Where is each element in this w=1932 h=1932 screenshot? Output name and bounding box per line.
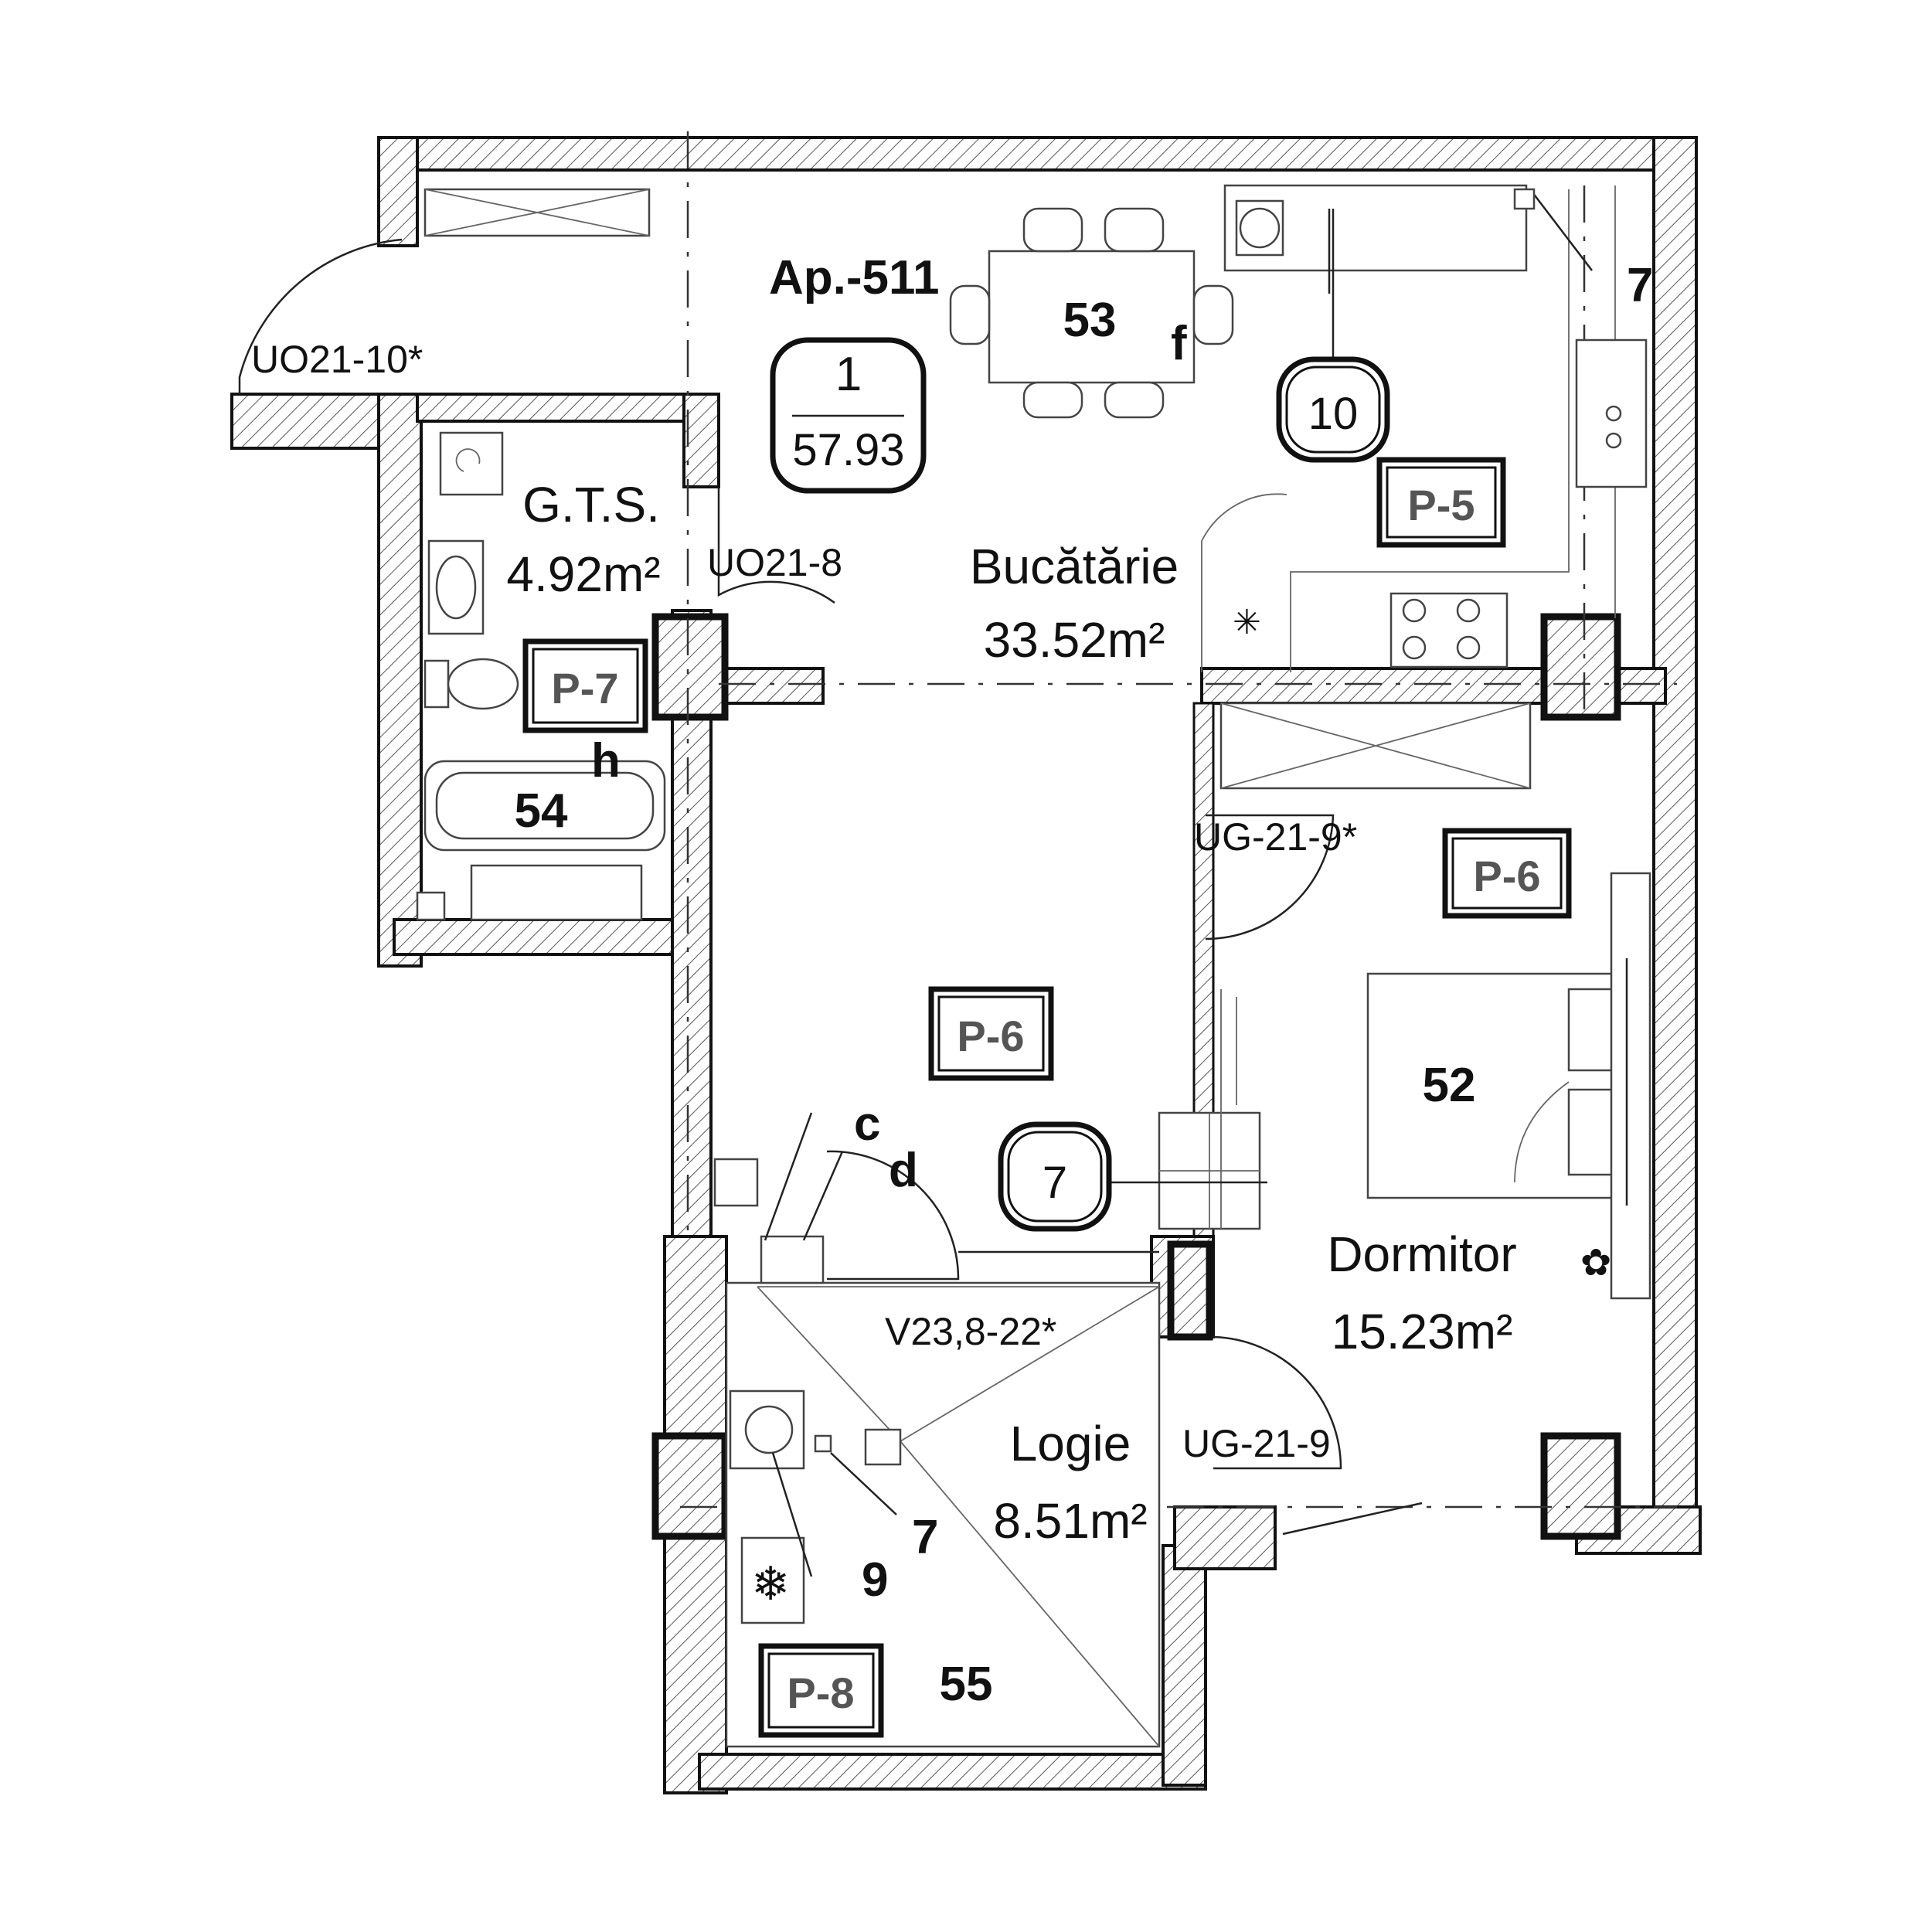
room-gts-area: 4.92m²: [506, 546, 660, 602]
column-bedroom-top: [1540, 613, 1621, 721]
room-bedroom-name: Dormitor: [1327, 1226, 1516, 1282]
svg-text:7: 7: [1043, 1158, 1067, 1208]
hall-fixtures: [713, 702, 1532, 1230]
flower-icon: ✿: [1580, 1243, 1611, 1284]
apartment-label: Ap.-511: [769, 251, 940, 304]
columns: [651, 613, 1621, 1540]
room-loggia-area: 8.51m²: [993, 1493, 1147, 1549]
wall-gts-top-inner: [416, 393, 720, 423]
bathroom-fixtures: [416, 431, 666, 921]
finish-tag-p6-bedroom: P-6: [1442, 828, 1572, 919]
room-loggia-name: Logie: [1010, 1416, 1131, 1471]
apartment-area: 57.93: [792, 425, 904, 475]
wall-bedroom-bottom-left: [1173, 1505, 1277, 1570]
wall-gts-right-upper: [682, 393, 720, 488]
furniture-number-54: 54: [515, 784, 568, 838]
svg-text:P-6: P-6: [957, 1012, 1024, 1060]
room-kitchen-name: Bucătărie: [970, 539, 1179, 594]
room-gts-name: G.T.S.: [522, 477, 660, 532]
wall-loggia-right: [1162, 1544, 1207, 1787]
door-uo21-10: UO21-10*: [251, 338, 423, 381]
room-bedroom-area: 15.23m²: [1332, 1304, 1513, 1359]
wall-right: [1652, 136, 1698, 1553]
dining-table: [949, 207, 1234, 419]
window-v23: V23,8-22*: [885, 1310, 1056, 1353]
svg-text:P-6: P-6: [1473, 852, 1540, 900]
wall-gts-left: [377, 393, 423, 968]
finish-tag-p5: P-5: [1376, 457, 1506, 548]
finish-tag-p6-hall: P-6: [928, 986, 1054, 1081]
finish-tag-p8: P-8: [758, 1643, 884, 1738]
apartment-rooms: 1: [835, 348, 862, 401]
room-kitchen-area: 33.52m²: [984, 612, 1165, 668]
wall-gts-bottom: [393, 918, 674, 956]
door-swings: [238, 238, 1423, 1536]
finish-tag-p7: P-7: [522, 638, 648, 733]
loggia-fixtures: ❄: [725, 1112, 1161, 1748]
walls: [230, 136, 1702, 1794]
marker-c: c: [854, 1097, 880, 1151]
door-uo21-8: UO21-8: [707, 541, 842, 584]
marker-f: f: [1171, 317, 1187, 370]
marker-nine: 9: [862, 1553, 888, 1607]
column-bedroom-bottom: [1540, 1432, 1621, 1540]
column-loggia: [651, 1432, 729, 1540]
swirl-icon: [455, 448, 481, 472]
star-icon: ✳: [1233, 604, 1261, 641]
marker-seven-loggia: 7: [912, 1511, 938, 1564]
wall-top-left-stub: [377, 136, 419, 247]
svg-text:P-8: P-8: [787, 1668, 854, 1717]
svg-text:P-7: P-7: [551, 664, 618, 713]
apartment-badge: 1 57.93: [770, 337, 927, 494]
freezer: [740, 1536, 805, 1624]
marker-seven-top: 7: [1627, 259, 1653, 312]
furniture-number-52: 52: [1423, 1059, 1476, 1112]
svg-text:P-5: P-5: [1407, 481, 1475, 529]
column-hall-top: [651, 613, 729, 721]
door-ug21-9: UG-21-9: [1182, 1422, 1331, 1465]
wall-top: [416, 136, 1655, 172]
door-ug21-9-star: UG-21-9*: [1194, 815, 1357, 859]
furniture-number-53: 53: [1063, 294, 1117, 347]
marker-d: d: [889, 1144, 918, 1197]
callout-7: 7: [998, 1121, 1267, 1232]
wall-loggia-bottom: [698, 1753, 1207, 1791]
callout-10: 10: [1276, 209, 1390, 463]
furniture-number-55: 55: [940, 1658, 993, 1711]
snowflake-icon: ❄: [751, 1558, 790, 1610]
bedroom-fixtures: ✿: [1366, 872, 1651, 1300]
marker-h: h: [591, 734, 621, 787]
svg-text:10: 10: [1308, 389, 1359, 439]
kitchen-counter: ✳: [1201, 185, 1648, 672]
top-fixtures: [423, 184, 1593, 294]
column-hall-right: [1167, 1240, 1213, 1341]
